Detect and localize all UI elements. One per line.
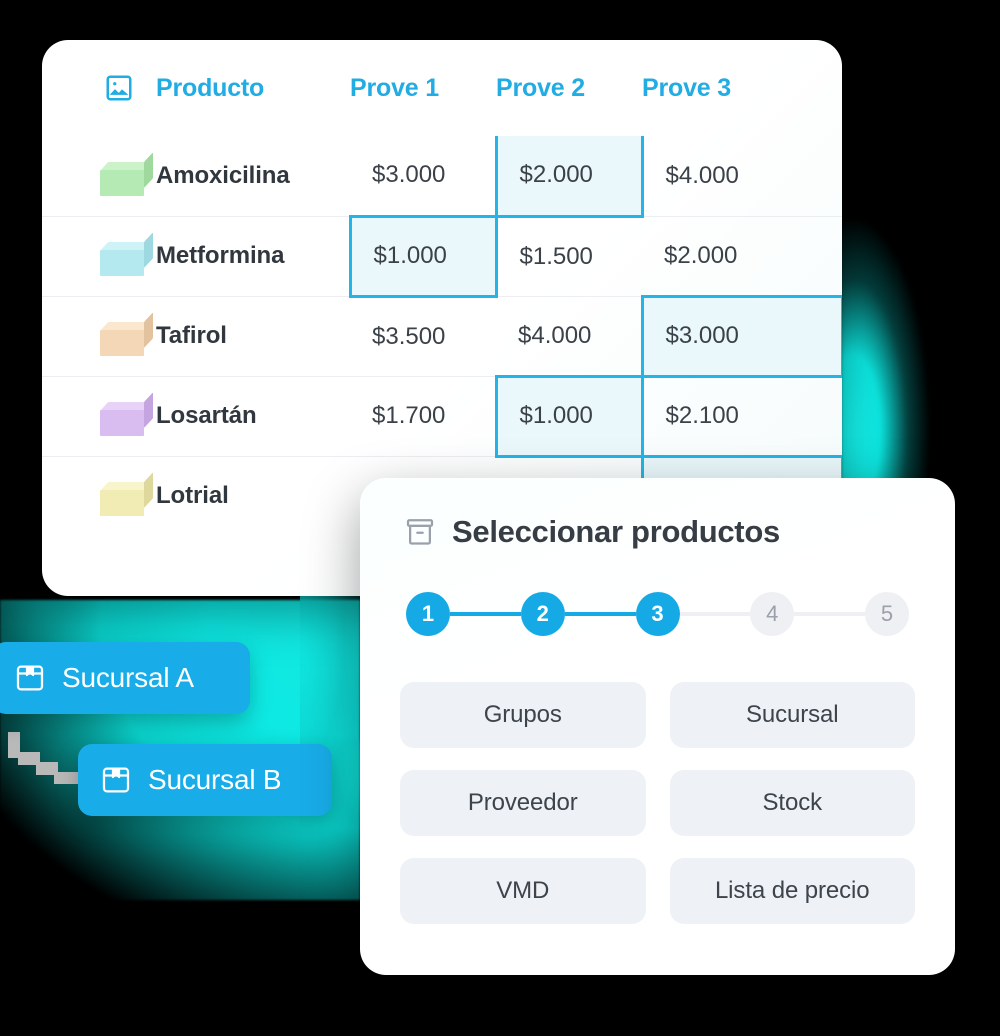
step-4[interactable]: 4 [750,592,795,636]
cell-prove2-highlighted[interactable]: $1.000 [494,374,644,458]
modal-header: Seleccionar productos [400,514,915,550]
option-sucursal[interactable]: Sucursal [669,682,915,748]
column-header-prove1[interactable]: Prove 1 [350,73,439,102]
step-2[interactable]: 2 [520,592,565,636]
option-stock[interactable]: Stock [669,770,915,836]
product-color-box [100,472,153,517]
option-grupos[interactable]: Grupos [400,682,646,748]
price-value: $4.000 [518,321,592,349]
price-value: $3.000 [372,161,446,189]
option-grid: Grupos Sucursal Proveedor Stock VMD List… [400,682,915,924]
table-body: Amoxicilina $3.000 $2.000 $4.000 [42,136,842,538]
cell-product-name: Lotrial [150,455,350,536]
price-value: $1.500 [519,242,593,270]
select-products-modal: Seleccionar productos 1 2 3 4 5 Grupos S… [360,478,955,975]
cell-product-name: Tafirol [150,295,350,376]
badge-sucursal-a[interactable]: Sucursal A [0,642,250,714]
price-value: $1.000 [519,402,593,429]
step-connector-3-4 [679,612,751,616]
price-value: $2.100 [665,402,739,429]
price-value: $2.000 [519,161,593,189]
step-connector-4-5 [794,612,865,616]
cell-prove2[interactable]: $4.000 [496,295,642,376]
cell-prove2[interactable]: $1.500 [496,215,642,296]
column-header-prove3[interactable]: Prove 3 [642,73,731,102]
row-swatch-cell [42,295,153,376]
price-value: $2.000 [664,241,738,269]
product-color-box [100,152,153,196]
option-lista-de-precio[interactable]: Lista de precio [669,858,915,924]
column-header-prove2[interactable]: Prove 2 [496,73,585,102]
cell-prove1-highlighted[interactable]: $1.000 [348,214,498,298]
connector-elbow [8,732,92,792]
row-swatch-cell [42,215,153,296]
table-row[interactable]: Tafirol $3.500 $4.000 $3.000 [42,294,842,378]
cell-prove1[interactable]: $3.000 [350,136,496,216]
table-row[interactable]: Metformina $1.000 $1.500 $2.000 [42,214,842,298]
product-color-box [100,392,153,436]
cell-product-name: Losartán [150,375,350,456]
cell-prove1[interactable]: $3.500 [350,295,496,376]
cell-product-name: Metformina [150,215,350,296]
badge-label: Sucursal B [148,764,282,795]
step-1[interactable]: 1 [406,592,450,636]
price-value: $3.500 [372,322,446,350]
price-value: $4.000 [665,161,739,189]
cell-prove2-highlighted[interactable]: $2.000 [494,136,644,218]
table-row[interactable]: Losartán $1.700 $1.000 $2.100 [42,374,842,458]
cell-prove3[interactable]: $4.000 [642,136,842,216]
image-icon [104,73,150,103]
step-5[interactable]: 5 [865,592,909,636]
row-swatch-cell [42,375,153,456]
cell-prove3[interactable]: $2.000 [642,215,842,296]
step-connector-1-2 [450,612,521,616]
column-header-producto[interactable]: Producto [156,73,265,102]
price-value: $3.000 [665,322,739,349]
option-proveedor[interactable]: Proveedor [400,770,646,836]
product-color-box [100,232,153,276]
row-swatch-cell [42,136,153,216]
archive-box-icon [404,516,436,548]
wizard-stepper: 1 2 3 4 5 [400,592,915,636]
cell-prove3-highlighted[interactable]: $3.000 [640,294,842,378]
badge-label: Sucursal A [62,662,194,693]
option-vmd[interactable]: VMD [400,858,646,924]
price-value: $1.700 [372,402,446,429]
badge-sucursal-b[interactable]: Sucursal B [78,744,332,816]
table-row[interactable]: Amoxicilina $3.000 $2.000 $4.000 [42,136,842,218]
price-table: Producto Prove 1 Prove 2 Prove 3 [42,40,842,538]
table-header: Producto Prove 1 Prove 2 Prove 3 [42,40,842,136]
cell-product-name: Amoxicilina [156,161,290,189]
cell-prove3[interactable]: $2.100 [642,375,842,456]
step-3[interactable]: 3 [635,592,680,636]
column-header-image [42,40,150,136]
price-value: $1.000 [373,242,447,269]
row-swatch-cell [42,455,153,536]
product-color-box [100,312,153,356]
modal-title: Seleccionar productos [452,514,780,549]
cell-prove1[interactable]: $1.700 [350,375,496,456]
package-box-icon [14,662,46,694]
package-box-icon [100,764,132,796]
step-connector-2-3 [564,612,636,616]
